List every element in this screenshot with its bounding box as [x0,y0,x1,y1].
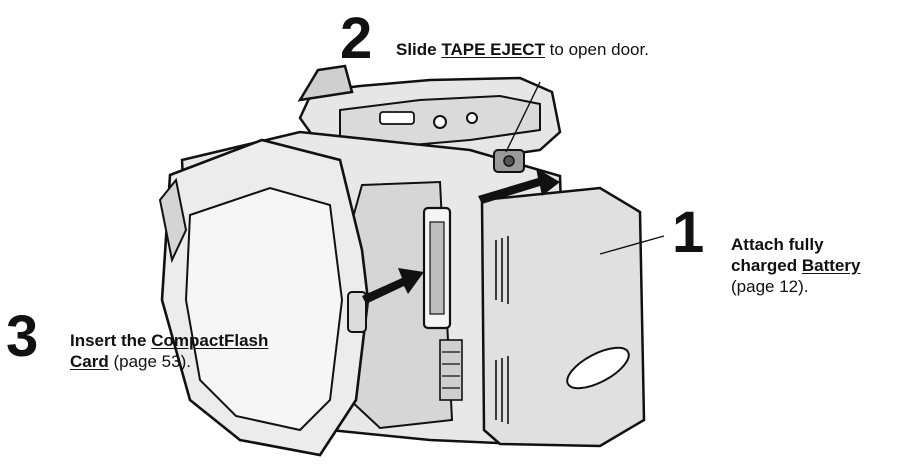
step-1-line-1: Attach fully [731,235,824,254]
step-2-prefix: Slide [396,40,442,59]
step-1-line-2-prefix: charged [731,256,802,275]
step-1-caption: Attach fully charged Battery (page 12). [731,234,860,297]
step-1-line-2: charged Battery [731,255,860,276]
viewfinder-eyecup [297,64,354,102]
step-3-line-1-prefix: Insert the [70,331,152,350]
step-3-card: Card [70,352,109,371]
step-2-caption: Slide TAPE EJECT to open door. [396,39,649,60]
arrow-insert-card [362,268,424,304]
step-3-number: 3 [6,304,39,369]
step-3-compactflash: CompactFlash [151,331,269,350]
leader-line-step-1 [599,235,665,255]
step-3-line-2-suffix: (page 53). [108,352,191,371]
step-3-line-1: Insert the CompactFlash [70,330,268,351]
door-inner-panel [184,186,344,432]
step-3-line-2: Card (page 53). [70,351,268,372]
step-2-suffix: to open door. [544,40,649,59]
step-2-number: 2 [340,6,373,71]
step-1-line-3: (page 12). [731,277,809,296]
step-3-caption: Insert the CompactFlash Card (page 53). [70,330,268,372]
step-1-number: 1 [672,200,705,265]
arrow-battery-direction [478,168,560,204]
leader-line-step-2 [505,81,541,153]
step-2-tape-eject: TAPE EJECT [441,40,545,59]
step-1-battery: Battery [801,256,861,275]
battery-pack [480,186,646,448]
